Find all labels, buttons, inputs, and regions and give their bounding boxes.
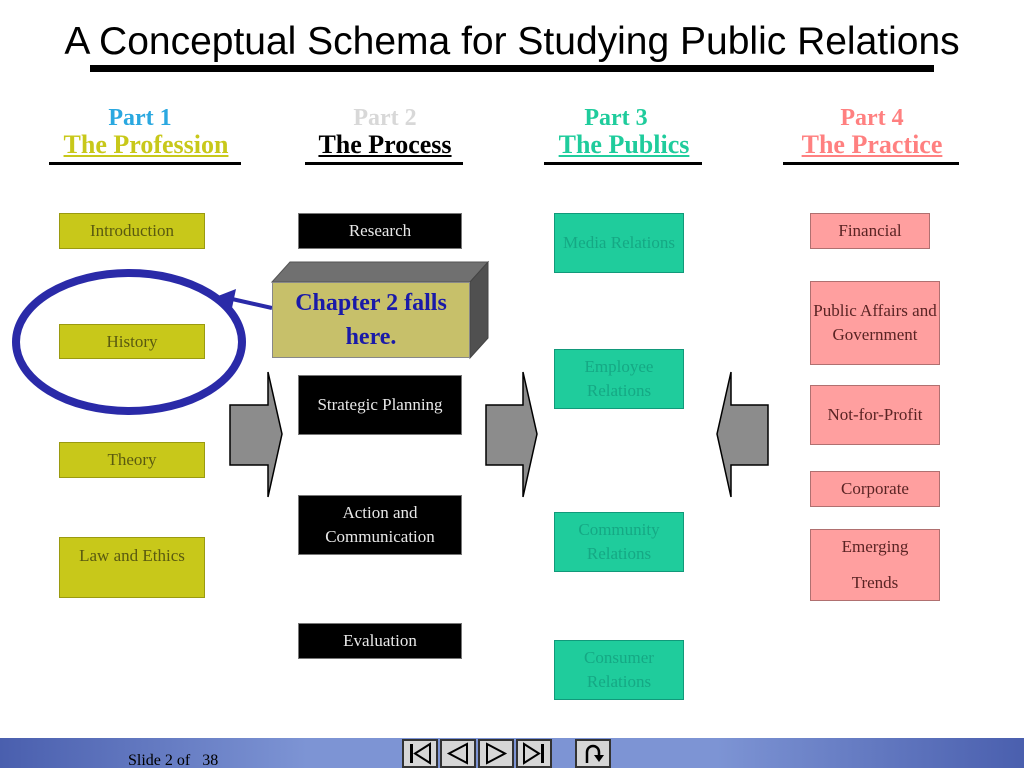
part-4-number: Part 4	[840, 105, 904, 131]
process-research[interactable]: Research	[298, 213, 462, 249]
part-4-name[interactable]: The Practice	[801, 130, 943, 159]
return-icon	[585, 744, 604, 763]
slide-counter-label: Slide 2 of	[128, 752, 191, 769]
publics-employee-relations[interactable]: Employee Relations	[554, 349, 684, 409]
part-1-name[interactable]: The Profession	[63, 130, 229, 159]
part-1-number: Part 1	[108, 105, 172, 131]
slide-counter-total: 38	[202, 752, 219, 769]
title-underline	[90, 65, 934, 72]
pointer-arrow-line	[231, 297, 273, 310]
first-icon	[410, 742, 431, 765]
slide-counter: Slide 2 of 38	[128, 752, 218, 770]
last-slide-button[interactable]	[516, 739, 552, 768]
part-3-rule	[544, 162, 702, 165]
practice-corporate[interactable]: Corporate	[810, 471, 940, 507]
part-3-name[interactable]: The Publics	[558, 130, 690, 159]
last-icon	[523, 742, 544, 765]
part-4-rule	[783, 162, 959, 165]
next-icon	[486, 742, 508, 765]
right-arrow-icon	[229, 371, 283, 498]
process-evaluation[interactable]: Evaluation	[298, 623, 462, 659]
profession-introduction[interactable]: Introduction	[59, 213, 205, 249]
process-action-and-communication[interactable]: Action and Communication	[298, 495, 462, 555]
highlight-circle	[12, 269, 246, 415]
callout-box-side	[469, 260, 489, 360]
practice-public-affairs-and-government[interactable]: Public Affairs and Government	[810, 281, 940, 365]
profession-theory[interactable]: Theory	[59, 442, 205, 478]
callout-box-top	[270, 261, 490, 283]
publics-media-relations[interactable]: Media Relations	[554, 213, 684, 273]
left-arrow-icon	[716, 371, 769, 498]
diagram-graphics	[12, 260, 769, 498]
part-2-number: Part 2	[353, 105, 417, 131]
previous-icon	[446, 742, 468, 765]
practice-financial[interactable]: Financial	[810, 213, 930, 249]
chapter-callout: Chapter 2 falls here.	[272, 282, 470, 358]
return-button[interactable]	[575, 739, 611, 768]
publics-consumer-relations[interactable]: Consumer Relations	[554, 640, 684, 700]
part-1-rule	[49, 162, 241, 165]
right-arrow-icon	[485, 371, 538, 498]
profession-law-and-ethics[interactable]: Law and Ethics	[59, 537, 205, 598]
pointer-arrowhead-icon	[218, 289, 236, 308]
previous-slide-button[interactable]	[440, 739, 476, 768]
practice-not-for-profit[interactable]: Not-for-Profit	[810, 385, 940, 445]
part-2-name[interactable]: The Process	[318, 130, 452, 159]
publics-community-relations[interactable]: Community Relations	[554, 512, 684, 572]
first-slide-button[interactable]	[402, 739, 438, 768]
slide-title: A Conceptual Schema for Studying Public …	[64, 20, 960, 63]
part-3-number: Part 3	[584, 105, 648, 131]
process-strategic-planning[interactable]: Strategic Planning	[298, 375, 462, 435]
next-slide-button[interactable]	[478, 739, 514, 768]
practice-emerging-trends[interactable]: Emerging Trends	[810, 529, 940, 601]
part-2-rule	[305, 162, 463, 165]
profession-history[interactable]: History	[59, 324, 205, 359]
